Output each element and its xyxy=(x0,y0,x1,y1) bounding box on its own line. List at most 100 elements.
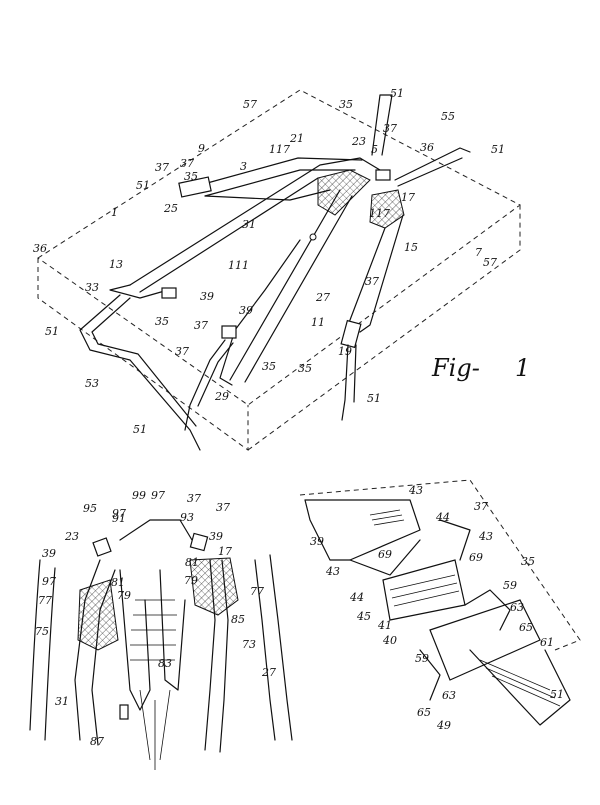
reference-numeral: 53 xyxy=(85,377,99,390)
reference-numeral: 117 xyxy=(369,207,390,220)
reference-numeral: 43 xyxy=(325,565,340,578)
reference-numeral: 93 xyxy=(180,511,194,524)
reference-numeral: 85 xyxy=(231,613,245,626)
mattress-outline xyxy=(37,89,521,451)
reference-numeral: 111 xyxy=(228,259,249,272)
reference-numeral: 35 xyxy=(521,555,535,568)
reference-numeral: 83 xyxy=(158,657,172,670)
reference-numeral: 81 xyxy=(111,576,125,589)
reference-numeral: 19 xyxy=(338,345,352,358)
reference-numeral: 49 xyxy=(436,719,451,732)
reference-numeral: 35 xyxy=(262,360,276,373)
reference-numeral: 39 xyxy=(209,530,223,543)
reference-numeral: 11 xyxy=(311,316,325,329)
reference-numeral: 39 xyxy=(310,535,324,548)
reference-numeral: 13 xyxy=(109,258,123,271)
reference-numeral: 77 xyxy=(38,594,52,607)
reference-numeral: 45 xyxy=(356,610,371,623)
reference-numeral: 31 xyxy=(242,218,256,231)
detail-sling-front xyxy=(29,519,293,770)
reference-numeral: 79 xyxy=(117,589,131,602)
reference-numeral: 7 xyxy=(475,246,482,259)
reference-numeral: 99 xyxy=(132,489,146,502)
reference-numeral: 59 xyxy=(415,652,429,665)
mesh-left xyxy=(77,579,119,651)
reference-numeral: 51 xyxy=(136,179,150,192)
reference-numeral: 51 xyxy=(491,143,505,156)
figure-label: Fig- xyxy=(431,354,480,382)
reference-numeral: 25 xyxy=(163,202,178,215)
reference-numeral: 36 xyxy=(33,242,47,255)
reference-numeral: 65 xyxy=(417,706,431,719)
reference-numeral: 35 xyxy=(298,362,312,375)
reference-numeral: 39 xyxy=(42,547,56,560)
reference-numeral: 35 xyxy=(155,315,169,328)
reference-numeral: 3 xyxy=(240,160,247,173)
reference-numeral: 55 xyxy=(441,110,455,123)
reference-numeral: 77 xyxy=(250,585,264,598)
reference-numeral: 29 xyxy=(214,390,229,403)
mesh-right xyxy=(189,557,239,616)
reference-numeral: 97 xyxy=(151,489,165,502)
reference-numeral: 87 xyxy=(90,735,104,748)
reference-numeral: 37 xyxy=(194,319,208,332)
reference-numeral: 17 xyxy=(401,191,415,204)
reference-numeral: 61 xyxy=(540,636,554,649)
reference-numeral: 57 xyxy=(483,256,497,269)
reference-numeral: 27 xyxy=(261,666,276,679)
reference-numeral: 69 xyxy=(469,551,483,564)
reference-numeral: 43 xyxy=(478,530,493,543)
reference-numeral: 37 xyxy=(365,275,379,288)
reference-numeral: 40 xyxy=(382,634,397,647)
sling-body xyxy=(79,94,471,451)
reference-numeral: 57 xyxy=(243,98,257,111)
reference-numeral: 23 xyxy=(64,530,79,543)
reference-numeral: 5 xyxy=(371,143,378,156)
reference-numeral: 37 xyxy=(474,500,488,513)
reference-numeral: 35 xyxy=(184,170,198,183)
reference-numeral: 51 xyxy=(390,87,404,100)
reference-numeral: 36 xyxy=(420,141,434,154)
reference-numeral: 23 xyxy=(351,135,366,148)
reference-numeral: 75 xyxy=(35,625,49,638)
mesh-panel-right xyxy=(369,189,405,229)
reference-numeral: 51 xyxy=(133,423,147,436)
reference-numeral: 37 xyxy=(216,501,230,514)
reference-numeral: 31 xyxy=(55,695,69,708)
reference-numeral: 91 xyxy=(112,512,126,525)
reference-numeral: 51 xyxy=(367,392,381,405)
reference-numeral: 44 xyxy=(435,511,450,524)
reference-numeral: 117 xyxy=(269,143,290,156)
mesh-panel xyxy=(317,169,371,216)
reference-numeral: 9 xyxy=(198,142,205,155)
reference-numeral: 59 xyxy=(503,579,517,592)
reference-numeral: 51 xyxy=(45,325,59,338)
reference-numeral: 37 xyxy=(187,492,201,505)
reference-numeral: 21 xyxy=(289,132,304,145)
reference-numeral: 37 xyxy=(383,122,397,135)
reference-numeral: 97 xyxy=(42,575,56,588)
reference-numeral: 81 xyxy=(185,556,199,569)
reference-numeral: 97 xyxy=(112,507,126,520)
reference-numeral: 79 xyxy=(184,574,198,587)
reference-numeral: 51 xyxy=(550,688,564,701)
reference-numeral: 63 xyxy=(442,689,456,702)
detail-buckle xyxy=(299,479,581,726)
reference-numeral: 63 xyxy=(510,601,524,614)
reference-numeral: 37 xyxy=(175,345,189,358)
reference-numeral: 33 xyxy=(85,281,99,294)
reference-numeral: 69 xyxy=(378,548,392,561)
reference-numeral: 44 xyxy=(349,591,364,604)
figure-number: 1 xyxy=(515,354,530,382)
reference-numeral: 73 xyxy=(242,638,256,651)
reference-numeral: 43 xyxy=(408,484,423,497)
reference-numeral: 95 xyxy=(83,502,97,515)
reference-numeral: 41 xyxy=(377,619,392,632)
reference-numeral: 1 xyxy=(111,206,118,219)
reference-numeral: 27 xyxy=(315,291,330,304)
reference-numeral: 37 xyxy=(155,161,169,174)
